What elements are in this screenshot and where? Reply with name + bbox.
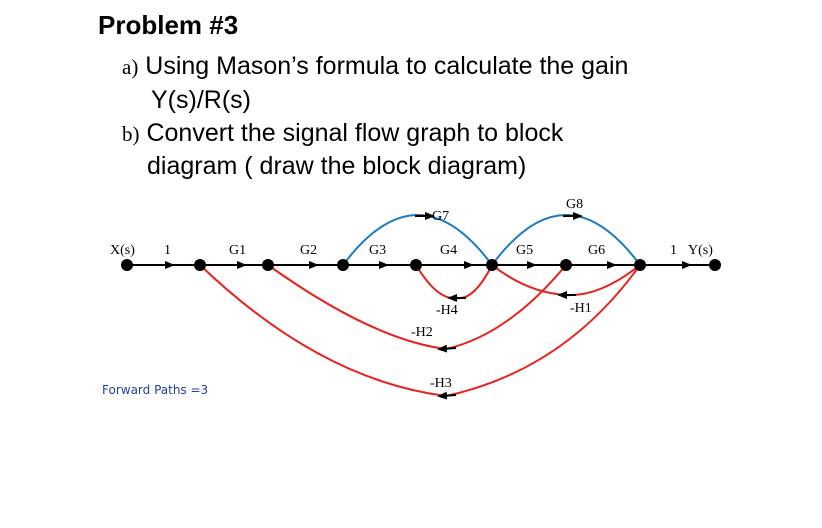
label-G3: G3: [369, 243, 386, 258]
part-b-text: Convert the signal flow graph to block: [146, 119, 564, 147]
node-output: [709, 259, 721, 271]
part-b-line1: b) Convert the signal flow graph to bloc…: [122, 119, 563, 148]
part-b-line2: diagram ( draw the block diagram): [147, 152, 527, 180]
feedforward-branch-G8: [491, 214, 641, 266]
label-G8: G8: [566, 197, 583, 212]
label-H1: -H1: [570, 301, 592, 316]
arrow-H3: [437, 391, 457, 400]
label-gain-1: 1: [164, 243, 171, 258]
part-b-marker: b): [122, 122, 140, 146]
problem-title: Problem #3: [98, 10, 239, 40]
node-5: [486, 259, 498, 271]
node-6: [560, 259, 572, 271]
label-gain-out: 1: [670, 243, 677, 258]
feedforward-branch-G7: [342, 214, 493, 266]
label-output: Y(s): [688, 243, 713, 258]
forward-paths-note: Forward Paths =3: [102, 383, 209, 397]
node-4: [410, 259, 422, 271]
part-a-line2: Y(s)/R(s): [151, 86, 251, 114]
part-a-marker: a): [122, 55, 139, 79]
label-G5: G5: [516, 243, 533, 258]
label-input: X(s): [110, 243, 135, 258]
label-G6: G6: [588, 243, 605, 258]
part-a-text: Using Mason’s formula to calculate the g…: [145, 52, 629, 80]
label-G4: G4: [440, 243, 457, 258]
node-1: [194, 259, 206, 271]
arrow-H2: [437, 344, 457, 353]
label-H4: -H4: [436, 303, 458, 318]
node-input: [121, 259, 133, 271]
label-H2: -H2: [411, 325, 433, 340]
node-7: [634, 259, 646, 271]
label-H3: -H3: [430, 376, 452, 391]
label-G1: G1: [229, 243, 246, 258]
feedback-branch-H4: [415, 264, 493, 300]
part-a-line1: a) Using Mason’s formula to calculate th…: [122, 52, 628, 81]
node-2: [262, 259, 274, 271]
node-3: [337, 259, 349, 271]
label-G2: G2: [300, 243, 317, 258]
label-G7: G7: [432, 209, 449, 224]
